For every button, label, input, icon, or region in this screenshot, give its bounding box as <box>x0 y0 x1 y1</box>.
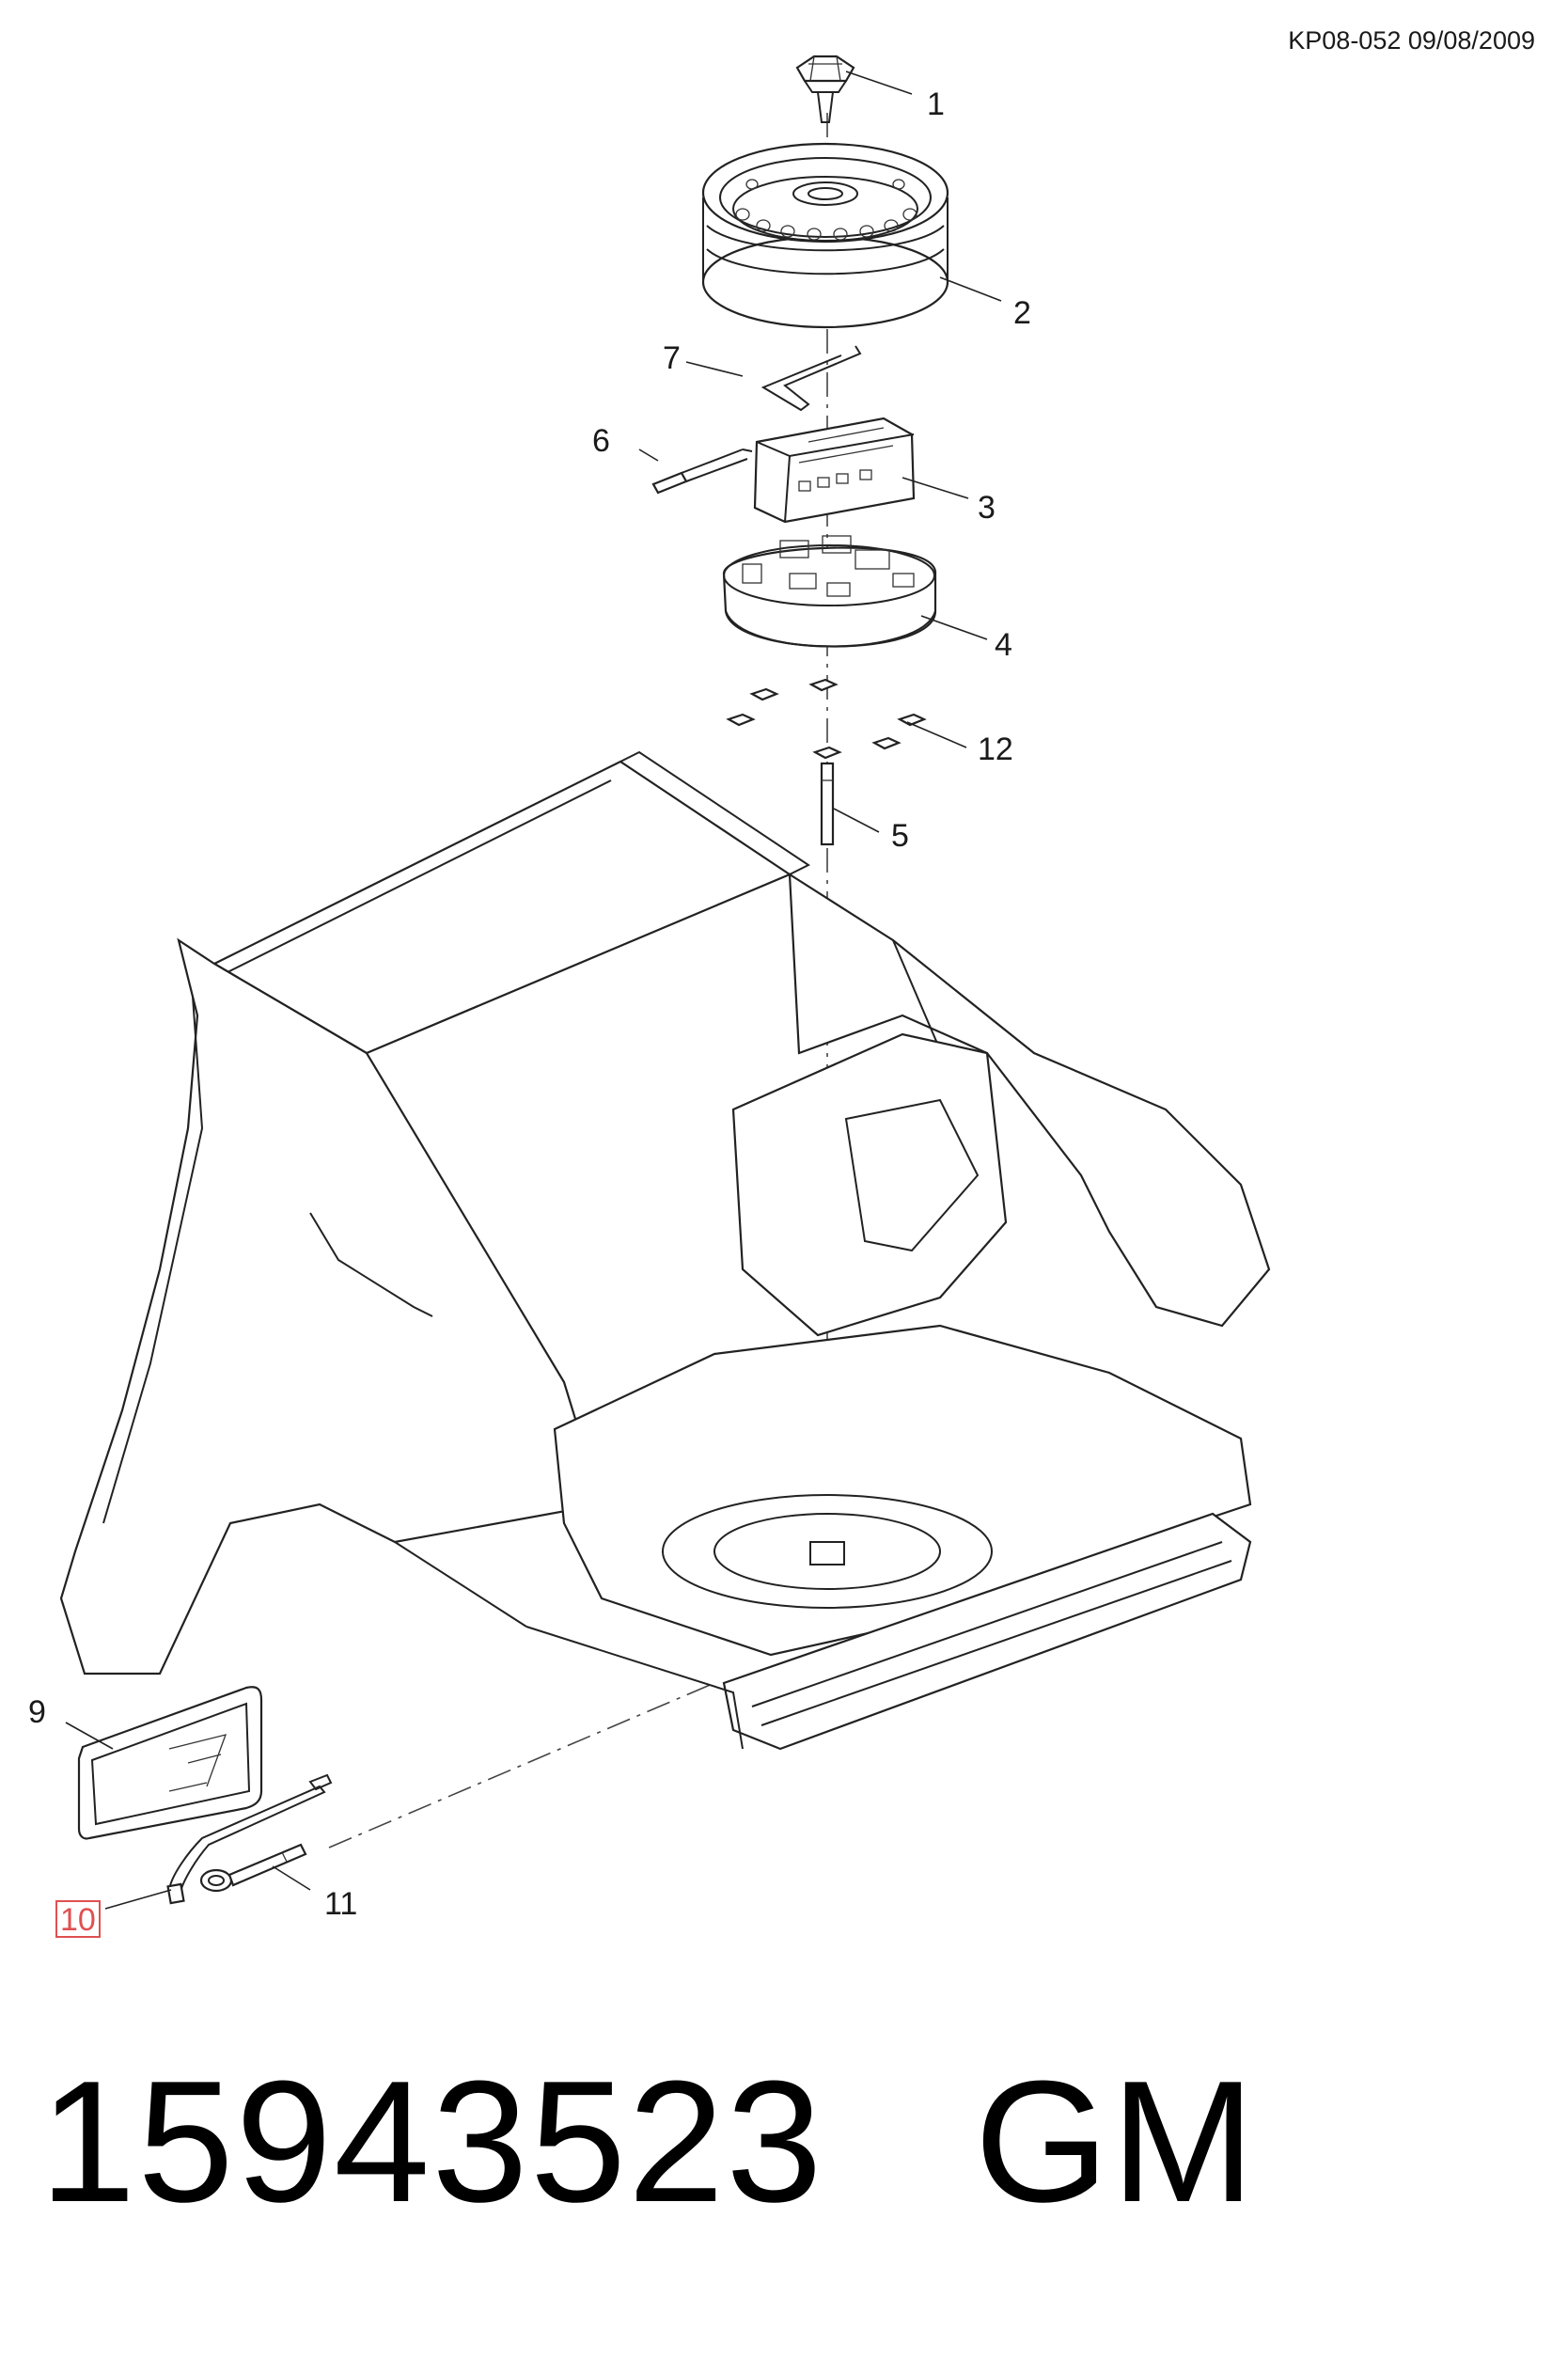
callout-10-highlight <box>55 1900 101 1938</box>
callout-11: 11 <box>324 1886 357 1922</box>
jack-handle <box>760 345 862 412</box>
callout-10: 10 <box>60 1902 96 1938</box>
callout-7: 7 <box>663 340 681 376</box>
part-number: 15943523 <box>39 2044 824 2238</box>
drawing-stamp: KP08-052 09/08/2009 <box>1288 26 1535 55</box>
callout-9: 9 <box>28 1694 46 1730</box>
callout-3: 3 <box>978 490 996 526</box>
callout-5: 5 <box>891 818 909 854</box>
wrench-icon <box>166 1773 333 1905</box>
stud-bolt <box>820 762 835 846</box>
callout-2: 2 <box>1013 295 1031 331</box>
tool-bag-icon <box>77 1686 263 1840</box>
brand-name: GM <box>974 2044 1258 2238</box>
towing-eye <box>199 1843 307 1893</box>
callout-leaders <box>65 71 1002 1910</box>
tools-axis <box>328 1682 715 1849</box>
mounting-pads <box>726 678 927 760</box>
rear-body-structure <box>59 750 1271 1751</box>
hold-down-knob <box>795 55 855 123</box>
callout-12: 12 <box>978 732 1013 767</box>
tool-holder-tray <box>722 535 937 648</box>
callout-1: 1 <box>927 87 945 122</box>
jack-crank <box>651 448 753 495</box>
jack-icon <box>753 417 916 524</box>
callout-6: 6 <box>592 423 610 459</box>
spare-wheel-icon <box>701 142 949 329</box>
callout-4: 4 <box>995 627 1012 663</box>
